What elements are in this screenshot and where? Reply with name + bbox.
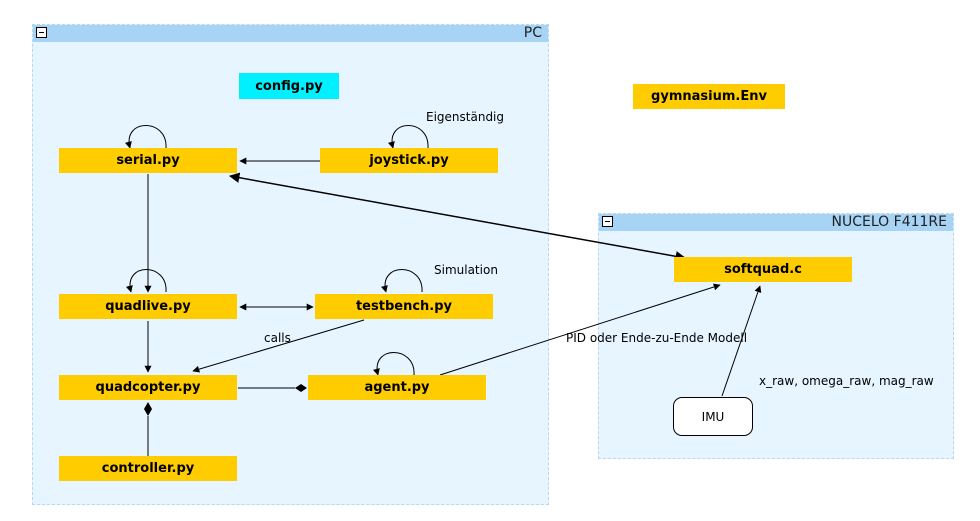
pc-group-title: PC (523, 25, 542, 41)
collapse-pc-button[interactable] (36, 27, 47, 38)
diamond-controller (144, 402, 152, 416)
self-loop-agent (373, 352, 415, 376)
self-loop-serial (125, 125, 167, 149)
self-loop-quadlive (126, 269, 167, 293)
nucleo-group-title: NUCELO F411RE (831, 214, 947, 230)
label-pid-model: PID oder Ende-zu-Ende Modell (566, 331, 748, 345)
edge-testbench-quadcopter (192, 319, 365, 373)
edge-serial-softquad (228, 172, 687, 262)
self-loop-joystick (388, 125, 429, 149)
edge-imu-softquad (721, 285, 762, 397)
node-gymnasium[interactable]: gymnasium.Env (633, 84, 785, 109)
label-sensor-values: x_raw, omega_raw, mag_raw (759, 374, 934, 388)
pc-group-header: PC (33, 25, 548, 42)
diamond-agent (295, 384, 307, 392)
node-testbench[interactable]: testbench.py (315, 294, 493, 319)
node-softquad[interactable]: softquad.c (674, 257, 852, 282)
node-joystick[interactable]: joystick.py (320, 148, 498, 173)
self-loop-testbench (381, 269, 423, 293)
node-quadlive[interactable]: quadlive.py (59, 294, 237, 319)
pc-group: PC (32, 24, 549, 505)
node-quadcopter[interactable]: quadcopter.py (59, 375, 237, 400)
node-imu[interactable]: IMU (673, 397, 753, 436)
label-eigenstaendig: Eigenständig (426, 110, 505, 124)
label-calls: calls (264, 331, 291, 345)
label-simulation: Simulation (434, 263, 498, 277)
node-config[interactable]: config.py (239, 73, 339, 99)
node-serial[interactable]: serial.py (59, 148, 237, 173)
nucleo-group-header: NUCELO F411RE (599, 214, 953, 231)
edge-agent-softquad (439, 283, 721, 376)
node-agent[interactable]: agent.py (308, 375, 486, 400)
node-controller[interactable]: controller.py (59, 456, 237, 481)
